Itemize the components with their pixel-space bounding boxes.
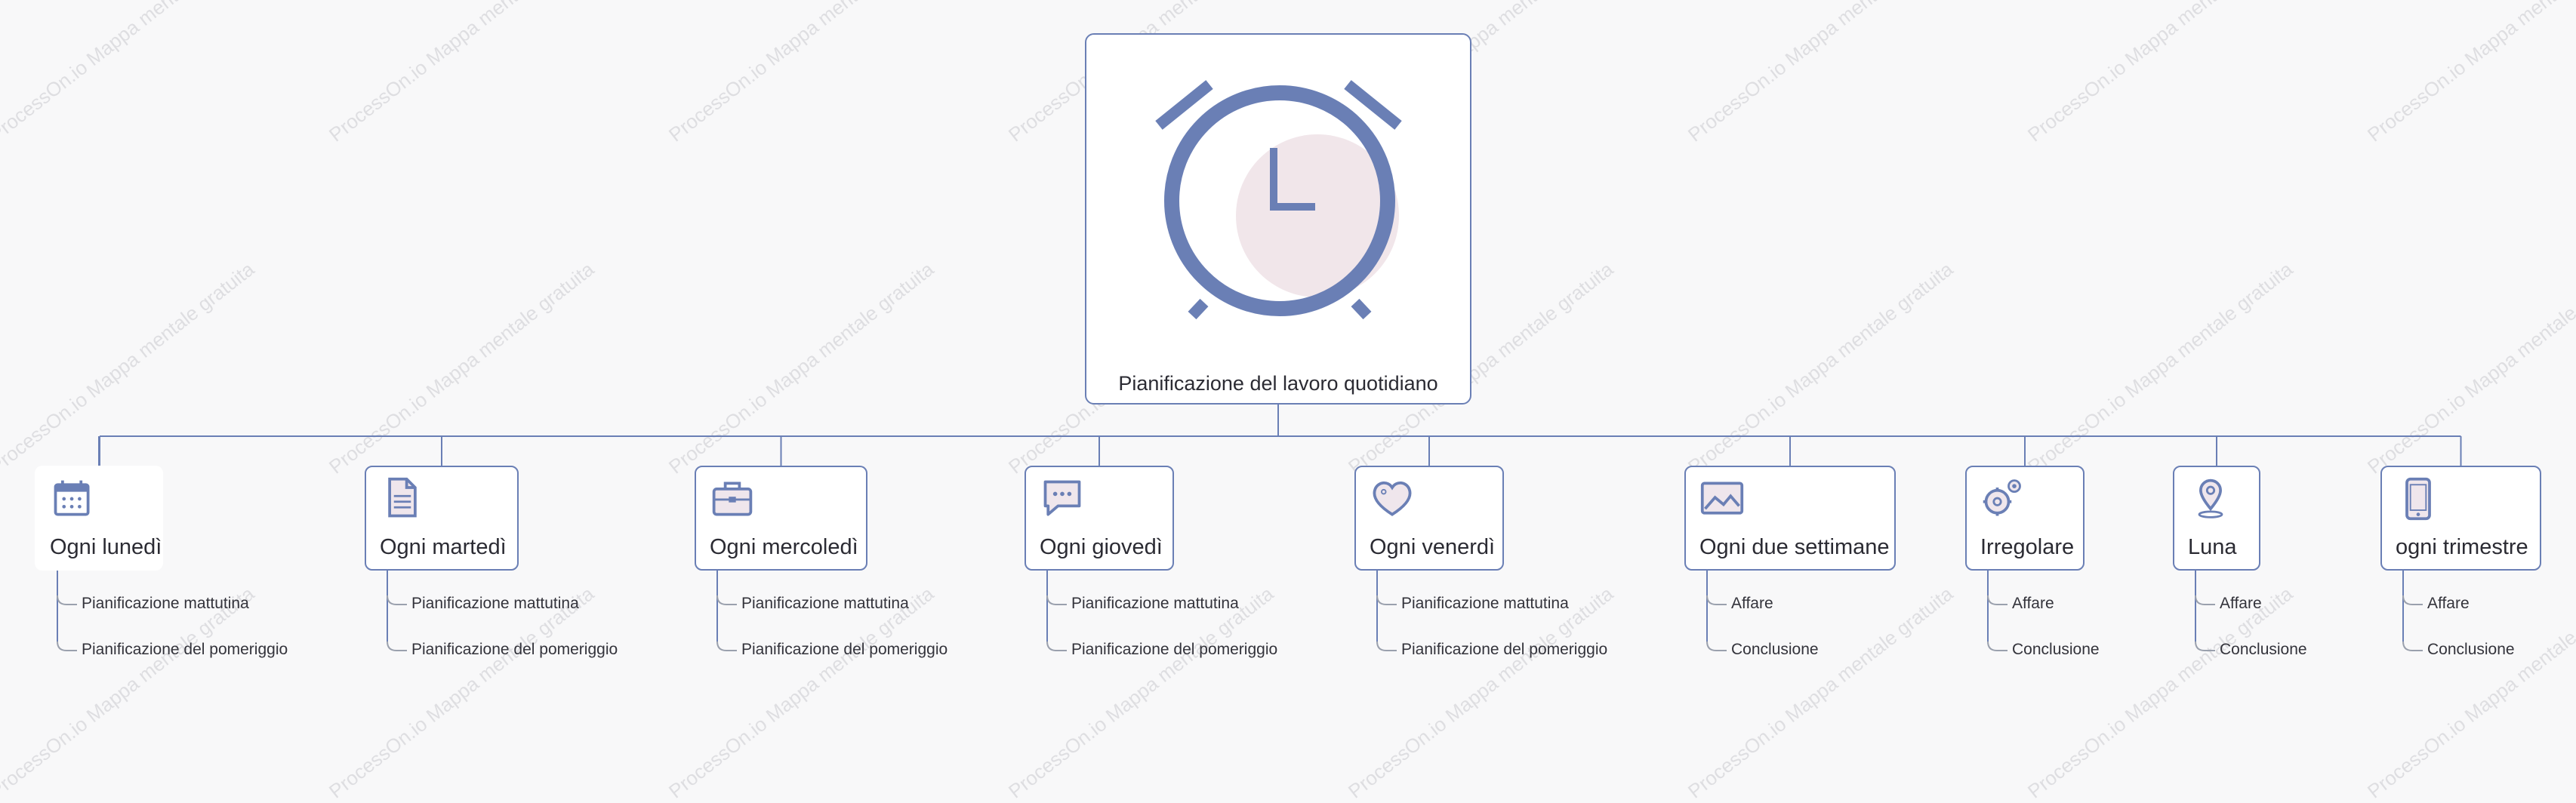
- calendar-icon: [54, 480, 90, 516]
- branch-label: Irregolare: [1980, 535, 2075, 559]
- child-connector: [716, 595, 737, 605]
- child-connector: [716, 641, 737, 651]
- branch-label: Ogni due settimane: [1699, 535, 1890, 559]
- branch-label: Ogni venerdì: [1370, 535, 1496, 559]
- document-icon: [388, 477, 417, 518]
- subtopic[interactable]: Conclusione: [2220, 641, 2307, 658]
- subtopic[interactable]: Pianificazione del pomeriggio: [82, 641, 288, 658]
- child-connector: [387, 641, 407, 651]
- chat-bubble-icon: [1043, 480, 1081, 516]
- subtopic[interactable]: Conclusione: [2012, 641, 2100, 658]
- heart-icon: [1373, 481, 1412, 516]
- branch-topic[interactable]: Ogni lunedì: [35, 466, 163, 571]
- child-connector: [57, 595, 77, 605]
- subtopic[interactable]: Affare: [2012, 595, 2054, 612]
- subtopic[interactable]: Pianificazione mattutina: [1071, 595, 1239, 612]
- subtopic[interactable]: Affare: [2427, 595, 2470, 612]
- subtopic[interactable]: Affare: [1731, 595, 1773, 612]
- briefcase-icon: [712, 481, 753, 516]
- branch-topic[interactable]: Irregolare: [1965, 466, 2085, 571]
- subtopic[interactable]: Affare: [2220, 595, 2262, 612]
- child-connector: [2402, 595, 2423, 605]
- root-title: Pianificazione del lavoro quotidiano: [1118, 372, 1438, 395]
- subtopic[interactable]: Pianificazione del pomeriggio: [741, 641, 948, 658]
- subtopic[interactable]: Pianificazione mattutina: [82, 595, 249, 612]
- subtopic[interactable]: Pianificazione del pomeriggio: [411, 641, 618, 658]
- child-connector: [2402, 641, 2423, 651]
- subtopic[interactable]: Pianificazione mattutina: [1401, 595, 1569, 612]
- branch-label: Ogni giovedì: [1040, 535, 1163, 559]
- child-connector: [387, 595, 407, 605]
- phone-icon: [2405, 477, 2431, 521]
- branch-label: Ogni mercoledì: [710, 535, 858, 559]
- subtopic[interactable]: Pianificazione mattutina: [741, 595, 909, 612]
- child-connector: [1046, 641, 1067, 651]
- child-connector: [2195, 641, 2215, 651]
- branch-topic[interactable]: Luna: [2173, 466, 2260, 571]
- connector-lines: [57, 405, 2462, 651]
- map-pin-icon: [2198, 478, 2223, 518]
- subtopic[interactable]: Conclusione: [1731, 641, 1819, 658]
- child-connector: [1046, 595, 1067, 605]
- branch-label: Ogni lunedì: [50, 535, 162, 559]
- subtopic[interactable]: Pianificazione del pomeriggio: [1401, 641, 1608, 658]
- branch-topic[interactable]: Ogni martedì: [365, 466, 519, 571]
- subtopic[interactable]: Pianificazione mattutina: [411, 595, 579, 612]
- subtopic[interactable]: Pianificazione del pomeriggio: [1071, 641, 1278, 658]
- alarm-clock-icon: [1155, 80, 1402, 320]
- child-connector: [57, 641, 77, 651]
- child-connector: [1706, 595, 1727, 605]
- branch-topic[interactable]: Ogni due settimane: [1684, 466, 1896, 571]
- branch-label: Luna: [2188, 535, 2237, 559]
- branch-label: ogni trimestre: [2396, 535, 2528, 559]
- subtopic[interactable]: Conclusione: [2427, 641, 2515, 658]
- branch-topic[interactable]: Ogni mercoledì: [695, 466, 867, 571]
- child-connector: [1987, 641, 2007, 651]
- child-connector: [1987, 595, 2007, 605]
- branch-topic[interactable]: Ogni venerdì: [1354, 466, 1504, 571]
- image-icon: [1700, 481, 1744, 515]
- branch-topic[interactable]: Ogni giovedì: [1025, 466, 1174, 571]
- child-connector: [1376, 595, 1397, 605]
- child-connector: [2195, 595, 2215, 605]
- child-connector: [1376, 641, 1397, 651]
- branch-topic[interactable]: ogni trimestre: [2380, 466, 2541, 571]
- branch-label: Ogni martedì: [380, 535, 507, 559]
- child-connector: [1706, 641, 1727, 651]
- root-topic[interactable]: Pianificazione del lavoro quotidiano: [1085, 33, 1471, 405]
- gears-icon: [1983, 479, 2021, 516]
